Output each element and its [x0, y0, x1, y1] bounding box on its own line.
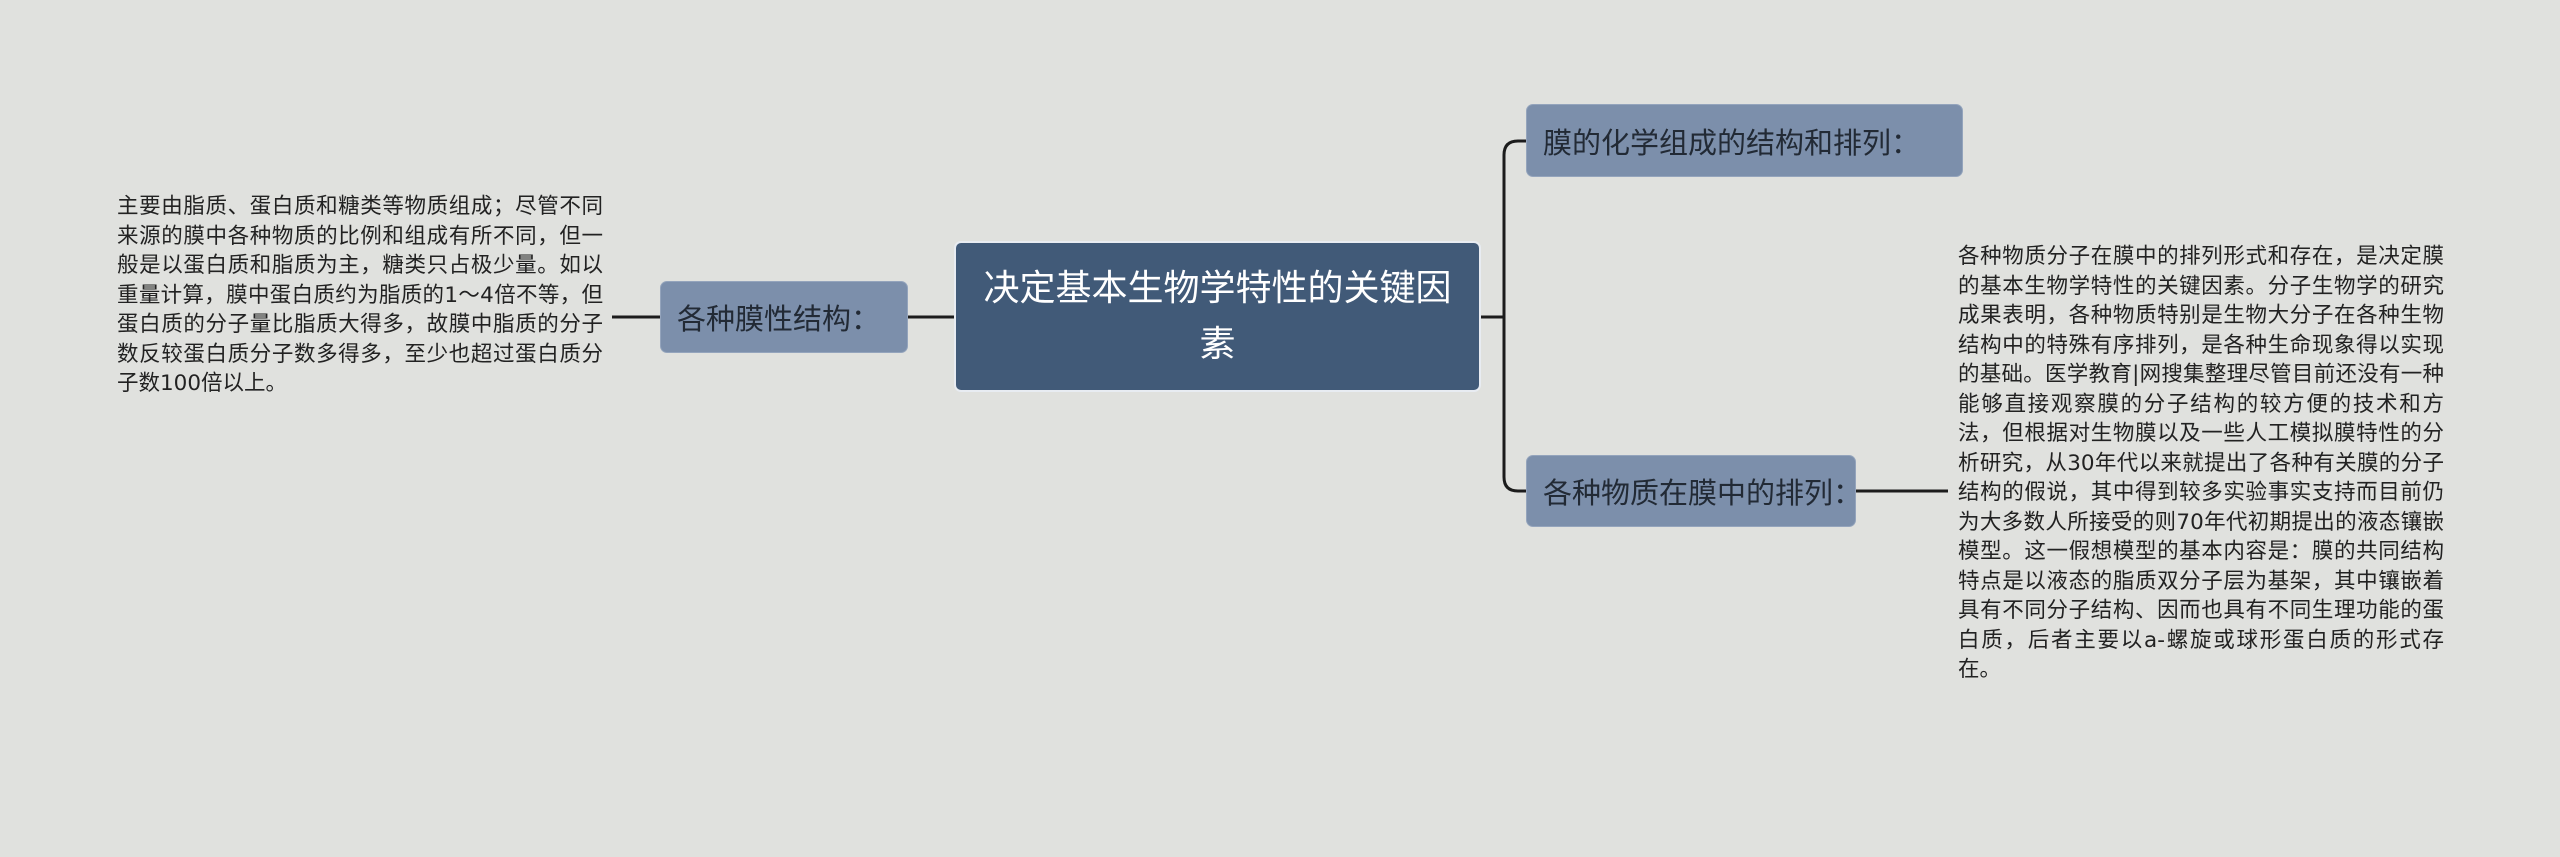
branch-label: 各种膜性结构：	[677, 302, 881, 336]
branch-membrane-structures[interactable]: 各种膜性结构：	[660, 281, 908, 353]
detail-molecular-arrangement: 各种物质分子在膜中的排列形式和存在，是决定膜的基本生物学特性的关键因素。分子生物…	[1958, 244, 2444, 682]
root-title: 决定基本生物学特性的关键因素	[983, 267, 1452, 365]
detail-membrane-structures: 主要由脂质、蛋白质和糖类等物质组成；尽管不同来源的膜中各种物质的比例和组成有所不…	[117, 194, 603, 396]
root-node[interactable]: 决定基本生物学特性的关键因素	[954, 241, 1481, 392]
branch-molecular-arrangement[interactable]: 各种物质在膜中的排列：	[1526, 455, 1862, 527]
branch-label: 膜的化学组成的结构和排列：	[1543, 125, 1921, 160]
branch-chemical-composition[interactable]: 膜的化学组成的结构和排列：	[1526, 104, 1963, 177]
connector-right-trunk	[1502, 139, 1526, 493]
branch-label: 各种物质在膜中的排列：	[1543, 476, 1863, 510]
